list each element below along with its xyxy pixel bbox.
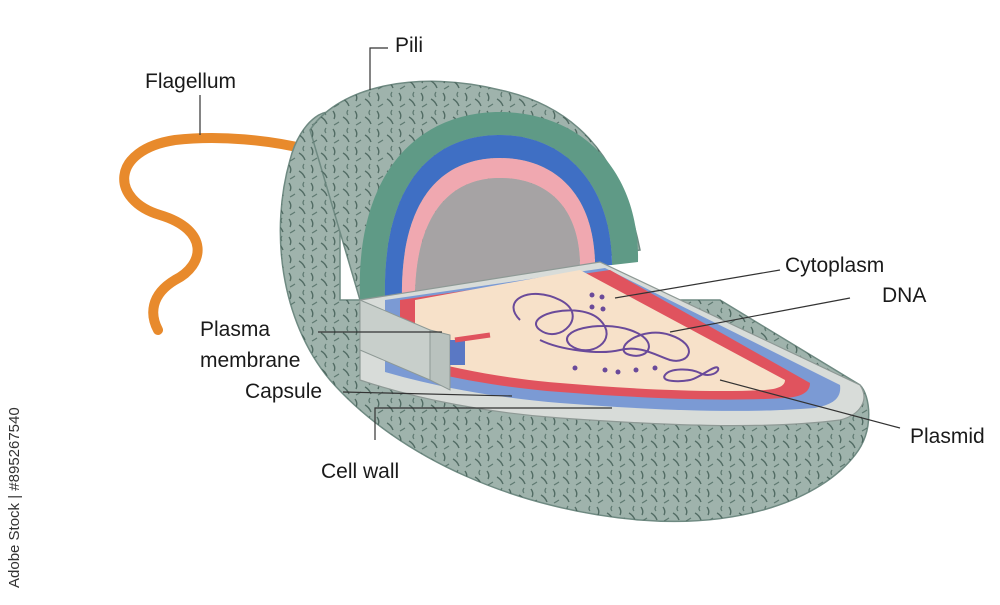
blue-wall-arch xyxy=(384,135,612,300)
label-capsule: Capsule xyxy=(245,380,323,403)
label-cytoplasm: Cytoplasm xyxy=(785,254,885,277)
ribosome-dots xyxy=(572,292,658,375)
label-flagellum: Flagellum xyxy=(145,70,237,93)
label-plasma-membrane-line1: Plasma xyxy=(200,318,271,341)
label-pili: Pili xyxy=(395,34,424,57)
leader-lines xyxy=(199,47,901,440)
flagellum-shape xyxy=(119,133,315,335)
label-dna: DNA xyxy=(882,284,927,307)
label-plasmid: Plasmid xyxy=(910,425,985,448)
label-plasma-membrane-line2: membrane xyxy=(200,349,301,372)
label-cell-wall: Cell wall xyxy=(321,460,400,483)
plasmid-loop xyxy=(663,366,720,383)
dna-strand xyxy=(512,292,690,362)
interior-arch xyxy=(415,178,580,300)
watermark-text: Adobe Stock | #895267540 xyxy=(6,407,23,588)
cell-wall-arch xyxy=(359,112,639,300)
plasma-membrane-arch xyxy=(401,158,595,300)
stock-watermark: Adobe Stock | #895267540 xyxy=(6,407,23,588)
slab-cytoplasm xyxy=(415,270,785,392)
